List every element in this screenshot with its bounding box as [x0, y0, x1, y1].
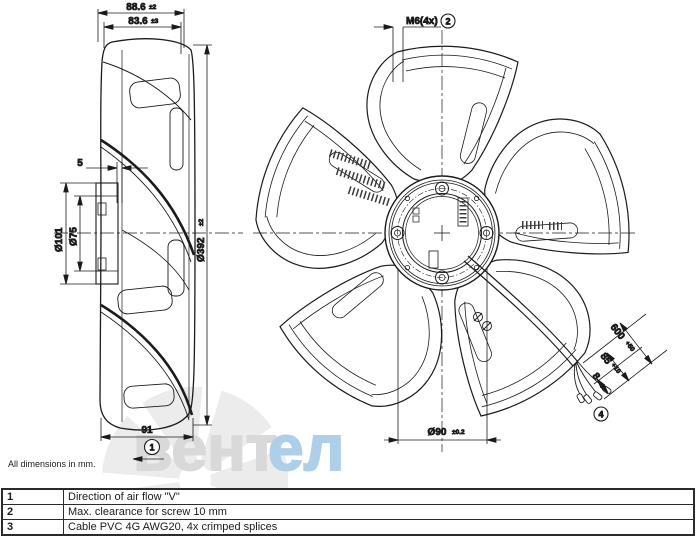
dim-tolerance: ±2 — [149, 4, 157, 11]
note-number: 2 — [1, 504, 64, 520]
balloon-2-label: 2 — [445, 17, 450, 27]
dim-cable-group: 600 +50 85 +10 8 4 — [582, 313, 668, 422]
balloon-4-label: 4 — [598, 410, 603, 420]
watermark-text-blue: ел — [268, 412, 344, 484]
dim-tolerance: ±3 — [151, 18, 159, 25]
dim-top-inner: 83.6 ±3 — [103, 16, 182, 54]
note-text: Direction of air flow "V" — [63, 488, 695, 505]
hub — [384, 175, 500, 291]
dim-label: Ø75 — [69, 227, 80, 246]
table-row: 2 Max. clearance for screw 10 mm — [1, 504, 695, 520]
table-row: 1 Direction of air flow "V" — [1, 488, 695, 505]
centerlines — [54, 30, 638, 452]
dim-depth: 91 — [100, 418, 194, 441]
dim-tolerance: ±0.2 — [452, 429, 465, 436]
dimensions: 88.6 ±2 83.6 ±3 5 Ø101 Ø75 — [54, 2, 668, 462]
dim-top-outer: 88.6 ±2 — [97, 2, 185, 48]
side-view — [95, 38, 196, 431]
dim-gap-5: 5 — [77, 158, 148, 171]
dim-tolerance: ±2 — [198, 218, 205, 226]
dim-screw-callout: M6(4x) 2 — [374, 13, 456, 82]
dim-label: 91 — [141, 425, 153, 436]
balloon-1-label: 1 — [149, 443, 154, 453]
dim-bolt-circle: Ø90 ±0.2 — [384, 268, 501, 444]
dim-tolerance: +50 — [623, 340, 636, 353]
dim-label: M6(4x) — [406, 16, 438, 27]
note-text: Max. clearance for screw 10 mm — [63, 504, 695, 520]
dim-flange-outer: Ø101 — [54, 182, 96, 285]
dim-fan-diameter: Ø392 ±2 — [193, 44, 212, 426]
dim-label: 83.6 — [128, 16, 148, 27]
balloon-2 — [440, 13, 456, 29]
hub-label — [428, 250, 439, 269]
motor-flange — [95, 162, 123, 285]
front-view — [240, 45, 644, 430]
hub-label — [457, 197, 469, 227]
note-number: 1 — [1, 488, 64, 505]
dim-label: 88.6 — [126, 2, 146, 13]
dim-flange-inner: Ø75 — [68, 195, 100, 272]
notes-table: 1 Direction of air flow "V" 2 Max. clear… — [1, 488, 695, 536]
hub-rivet — [404, 195, 480, 271]
units-note: All dimensions in mm. — [8, 459, 96, 469]
balloon-1 — [143, 438, 161, 456]
dim-label: Ø90 — [428, 427, 447, 438]
watermark: вент ел — [101, 386, 345, 552]
table-row: 3 Cable PVC 4G AWG20, 4x crimped splices — [1, 519, 695, 536]
fan-technical-drawing: вент ел — [54, 2, 668, 552]
dim-label: Ø101 — [54, 227, 65, 252]
hub-screw-hole — [390, 181, 494, 285]
blade-marking — [328, 149, 562, 230]
balloon-4 — [593, 406, 609, 422]
dim-label: 600 — [608, 322, 627, 342]
crimped-splice — [576, 385, 612, 404]
dim-label: 5 — [77, 158, 83, 169]
airflow-direction: 1 — [132, 438, 164, 462]
note-text: Cable PVC 4G AWG20, 4x crimped splices — [63, 519, 695, 536]
fan-blade — [366, 45, 519, 185]
dim-label: Ø392 — [196, 237, 207, 262]
note-number: 3 — [1, 519, 64, 536]
